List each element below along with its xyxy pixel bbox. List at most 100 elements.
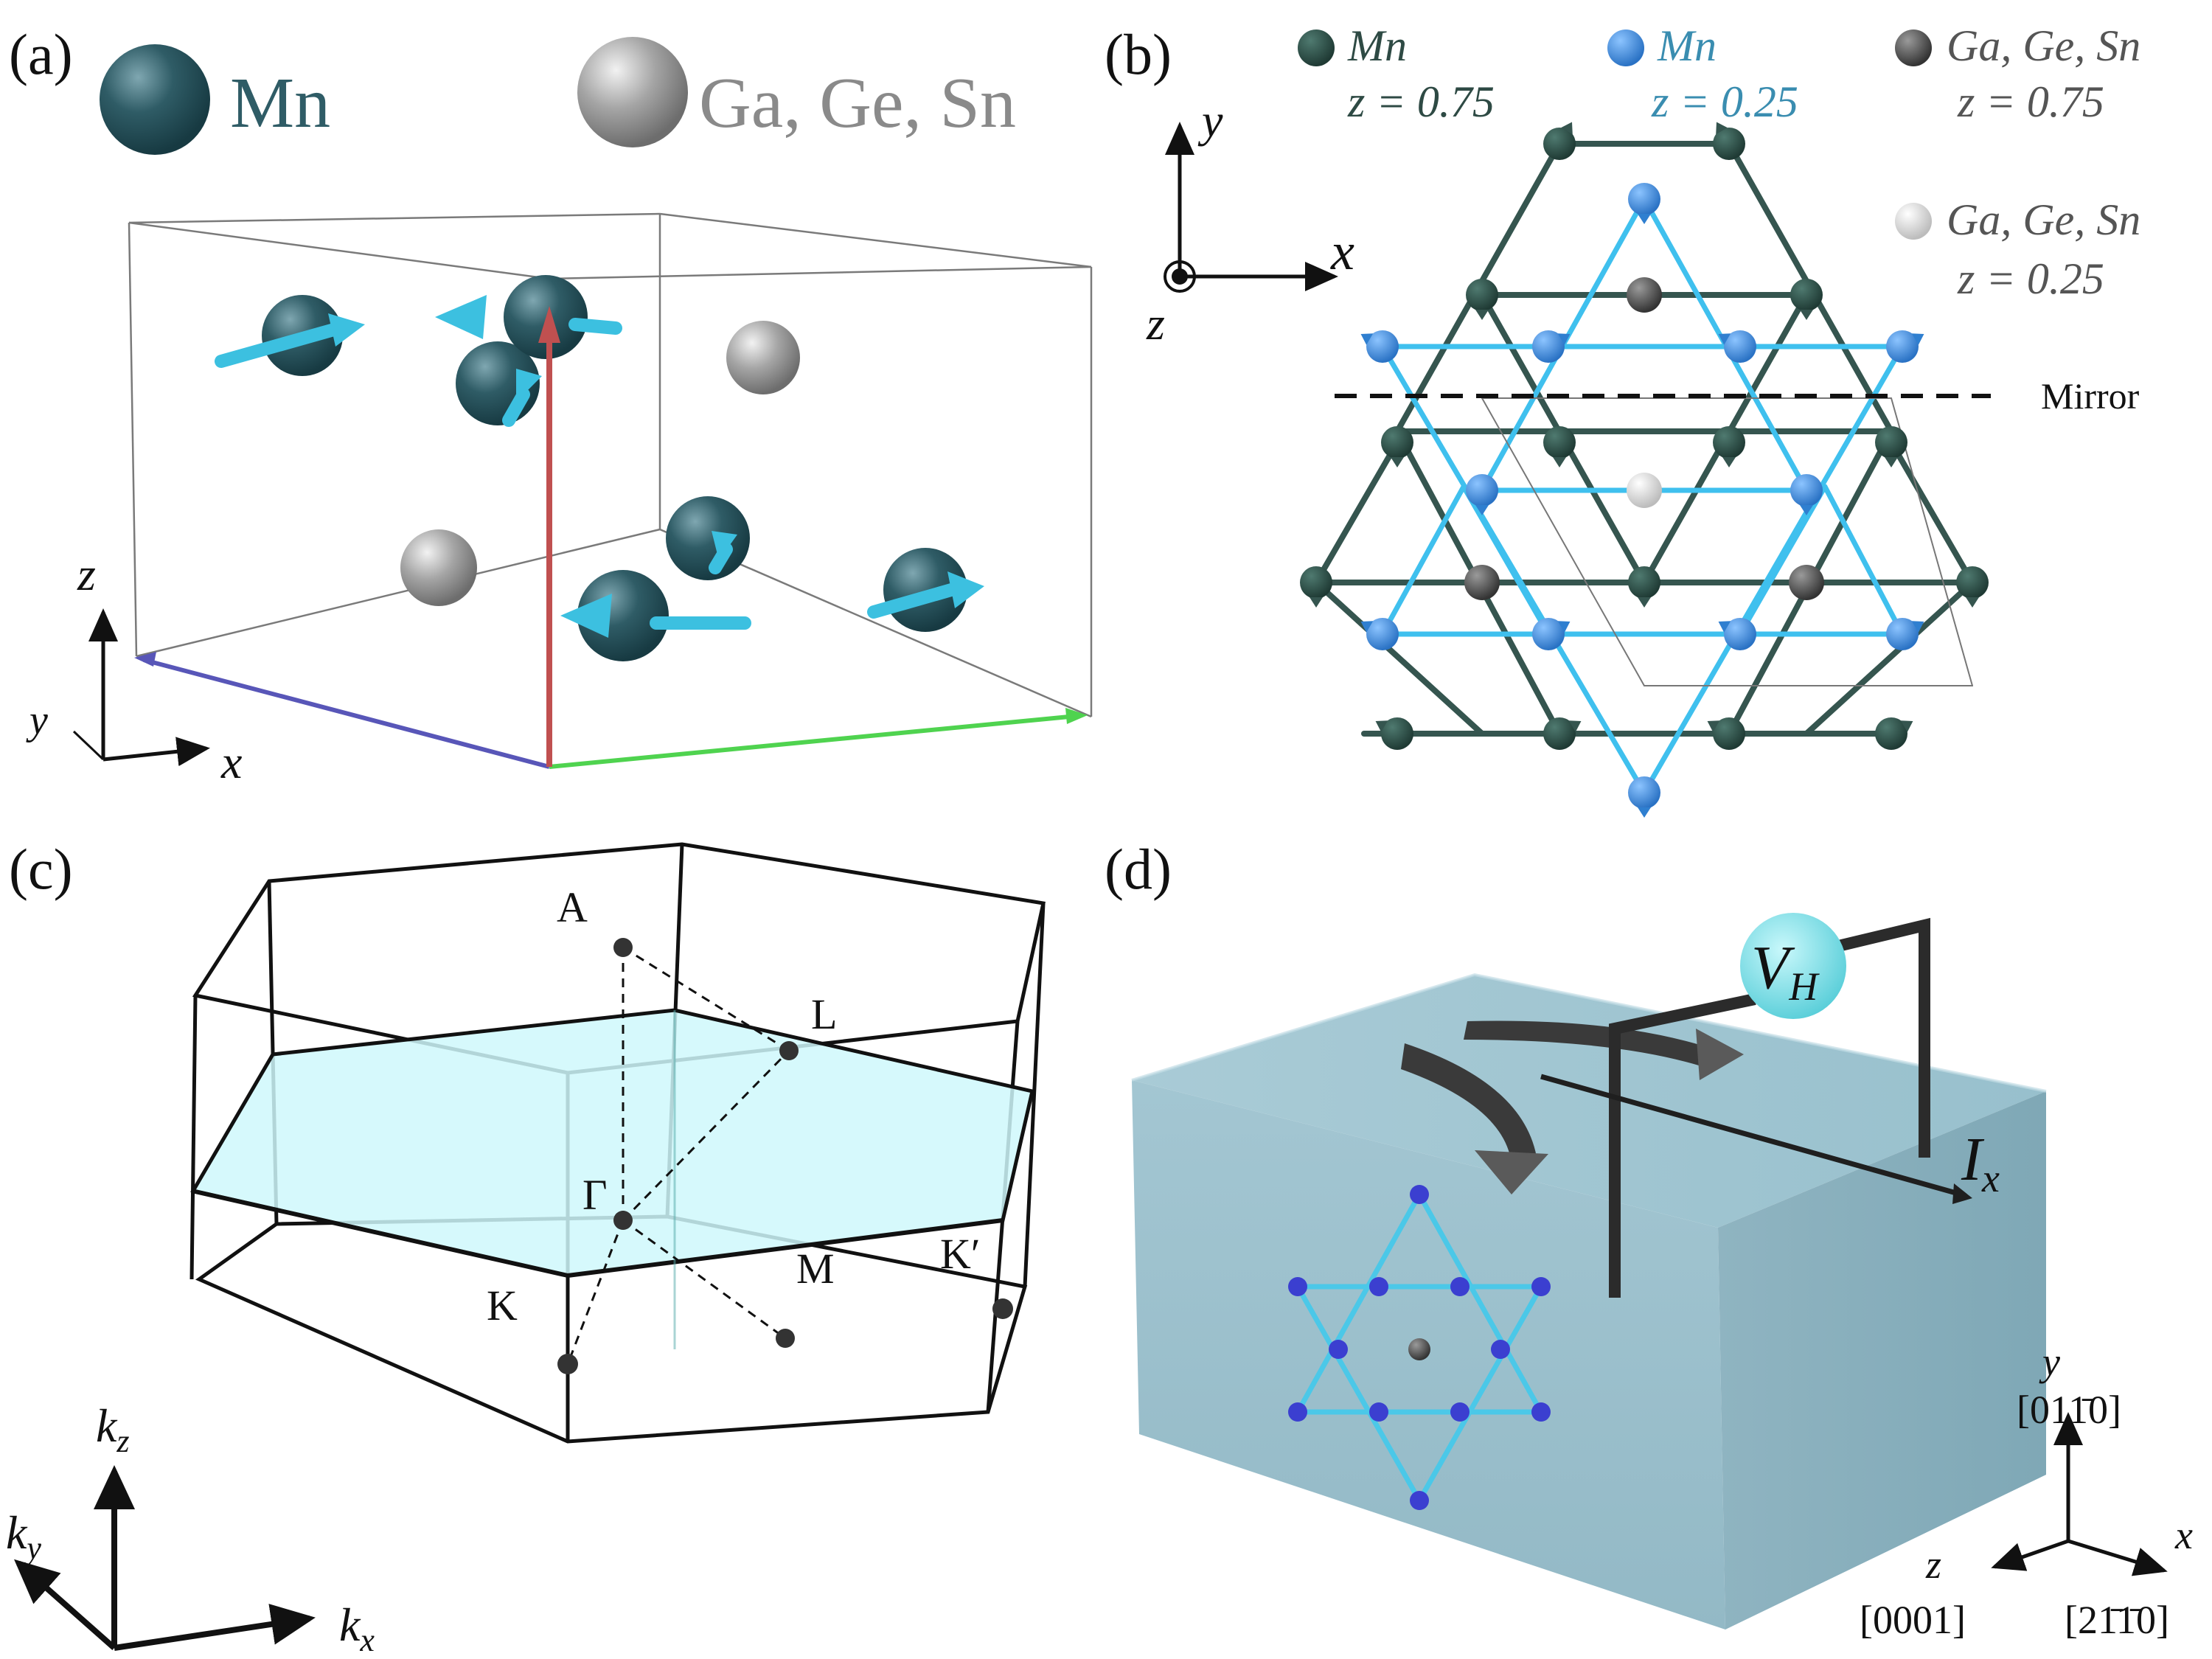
mn-z025-bond: [1737, 484, 1828, 637]
mn-atom-with-spin: [560, 570, 751, 661]
axis-x-label: x: [2174, 1513, 2193, 1557]
spin-arrow: [1800, 505, 1813, 515]
axis-x-label: x: [1330, 222, 1354, 281]
legend-x-b-name: Ga, Ge, Sn: [1947, 195, 2140, 244]
mn-z075-atom: [1466, 279, 1498, 311]
spin-arrow: [1911, 621, 1924, 633]
kagome-bond: [1416, 1285, 1544, 1502]
mn-z075-atom: [1300, 566, 1332, 599]
mn-atom: [1450, 1277, 1470, 1296]
vh-label: VH: [1751, 933, 1820, 1009]
label-K: K: [487, 1281, 518, 1329]
mn-z025-atom: [1886, 618, 1919, 650]
point-M: [776, 1329, 795, 1348]
mn-z075-bond: [1888, 439, 1975, 585]
mn-z075-atom: [1713, 426, 1745, 459]
mn-atom: [1288, 1277, 1307, 1296]
spin-arrow: [1716, 122, 1728, 135]
spin-arrow: [1557, 333, 1571, 345]
mn-z075-atom: [1381, 426, 1413, 459]
kz0-plane: [190, 1008, 1034, 1278]
mn-z075-atom: [1956, 566, 1989, 599]
spin-arrow: [1638, 597, 1651, 608]
mn-atom: [1410, 1491, 1429, 1510]
spin-arrow: [1568, 720, 1582, 732]
axis-y-index: [011̄0]: [2017, 1388, 2121, 1432]
mn-atom-with-spin: [435, 275, 622, 359]
panel-d: (d) VH Ix: [1105, 837, 2193, 1642]
ix-label: Ix: [1961, 1125, 2000, 1200]
mn-z025-bond: [1380, 484, 1467, 637]
crystal-block: [1131, 973, 2047, 1630]
c-vector-head: [538, 306, 560, 343]
mn-z075-atom: [1543, 426, 1576, 459]
a2-lattice-vector: [549, 714, 1070, 769]
mn-z075-atom: [1381, 717, 1413, 750]
x-atom-z025: [1627, 473, 1662, 508]
spin-arrow: [1475, 505, 1489, 515]
axis-x-index: [21̄1̄0]: [2065, 1598, 2169, 1642]
label-Kprime: K′: [940, 1230, 981, 1278]
mn-atom: [1329, 1340, 1348, 1359]
kagome-bond: [1295, 1193, 1422, 1413]
a1-lattice-vector: [143, 658, 550, 769]
mn-z025-atom: [1366, 618, 1399, 650]
kagome-star-front: [1288, 1185, 1551, 1510]
axis-y-label: y: [26, 698, 48, 743]
mn-atom: [1450, 1402, 1470, 1422]
spin-arrow: [1911, 333, 1924, 345]
panel-c: (c) A L: [6, 837, 1046, 1658]
spin-arrow: [1900, 720, 1913, 732]
mn-atom-with-spin: [867, 548, 984, 632]
mn-legend-sphere: [100, 44, 210, 155]
mn-z075-atom: [1628, 566, 1660, 599]
spin-arrow: [1475, 310, 1489, 320]
axes-d: y [011̄0] x [21̄1̄0] z [0001]: [1860, 1340, 2193, 1642]
mn-z025-atom: [1366, 330, 1399, 363]
panel-b: (b) Mn z = 0.75 Mn z = 0.25 Ga, Ge, Sn z…: [1105, 21, 2140, 818]
mn-atom: [1491, 1340, 1510, 1359]
spin-arrow: [1310, 597, 1323, 608]
spin-arrow: [1718, 621, 1731, 633]
unit-cell-box: [128, 212, 1093, 767]
spin-arrow: [1707, 720, 1720, 732]
legend-x-atom: Ga, Ge, Sn: [577, 37, 1016, 147]
point-Gamma: [613, 1211, 633, 1230]
bz-front-edge: [191, 1189, 568, 1278]
spin-arrow: [1360, 621, 1374, 633]
axis-z-label: z: [77, 548, 96, 600]
mn-z025-atom: [1790, 474, 1823, 507]
mn-z075-atom: [1790, 279, 1823, 311]
axis-kx-label: kx: [339, 1599, 375, 1658]
legend-mn-a-z: z = 0.75: [1347, 77, 1495, 126]
x-atom-z075: [1789, 565, 1824, 600]
current-wire: [1540, 1074, 1962, 1197]
spin-arrow: [1718, 333, 1731, 345]
mn-z025-atom: [1532, 330, 1565, 363]
spin-arrow: [1638, 214, 1651, 224]
mn-z025-atom: [1628, 776, 1660, 809]
spin-arrow: [1360, 333, 1374, 345]
spin-arrow: [1966, 597, 1979, 608]
legend-mn-b-name: Mn: [1657, 21, 1717, 70]
label-L: L: [811, 990, 837, 1038]
legend-mn-label: Mn: [230, 63, 330, 143]
hall-voltmeter: [1740, 913, 1846, 1019]
spin-arrow: [1800, 310, 1813, 320]
spin-arrow: [1375, 720, 1388, 732]
legend-x-atom-label: Ga, Ge, Sn: [699, 63, 1016, 143]
x-atom-legend-sphere: [577, 37, 688, 147]
mn-atom: [1369, 1402, 1388, 1422]
label-A: A: [557, 883, 588, 931]
kagome-lattice: [1300, 122, 1989, 818]
mn-z075-atom: [1713, 128, 1745, 160]
mn-atom-with-spin: [456, 341, 542, 427]
x-z025-legend-dot: [1895, 203, 1932, 240]
mn-z075-atom: [1875, 717, 1907, 750]
legend-b: Mn z = 0.75 Mn z = 0.25 Ga, Ge, Sn z = 0…: [1298, 21, 2140, 303]
mn-z025-bond: [1822, 484, 1905, 637]
mirror-label: Mirror: [2041, 375, 2140, 417]
kagome-bond: [1416, 1193, 1544, 1413]
x-z075-legend-dot: [1895, 29, 1932, 66]
